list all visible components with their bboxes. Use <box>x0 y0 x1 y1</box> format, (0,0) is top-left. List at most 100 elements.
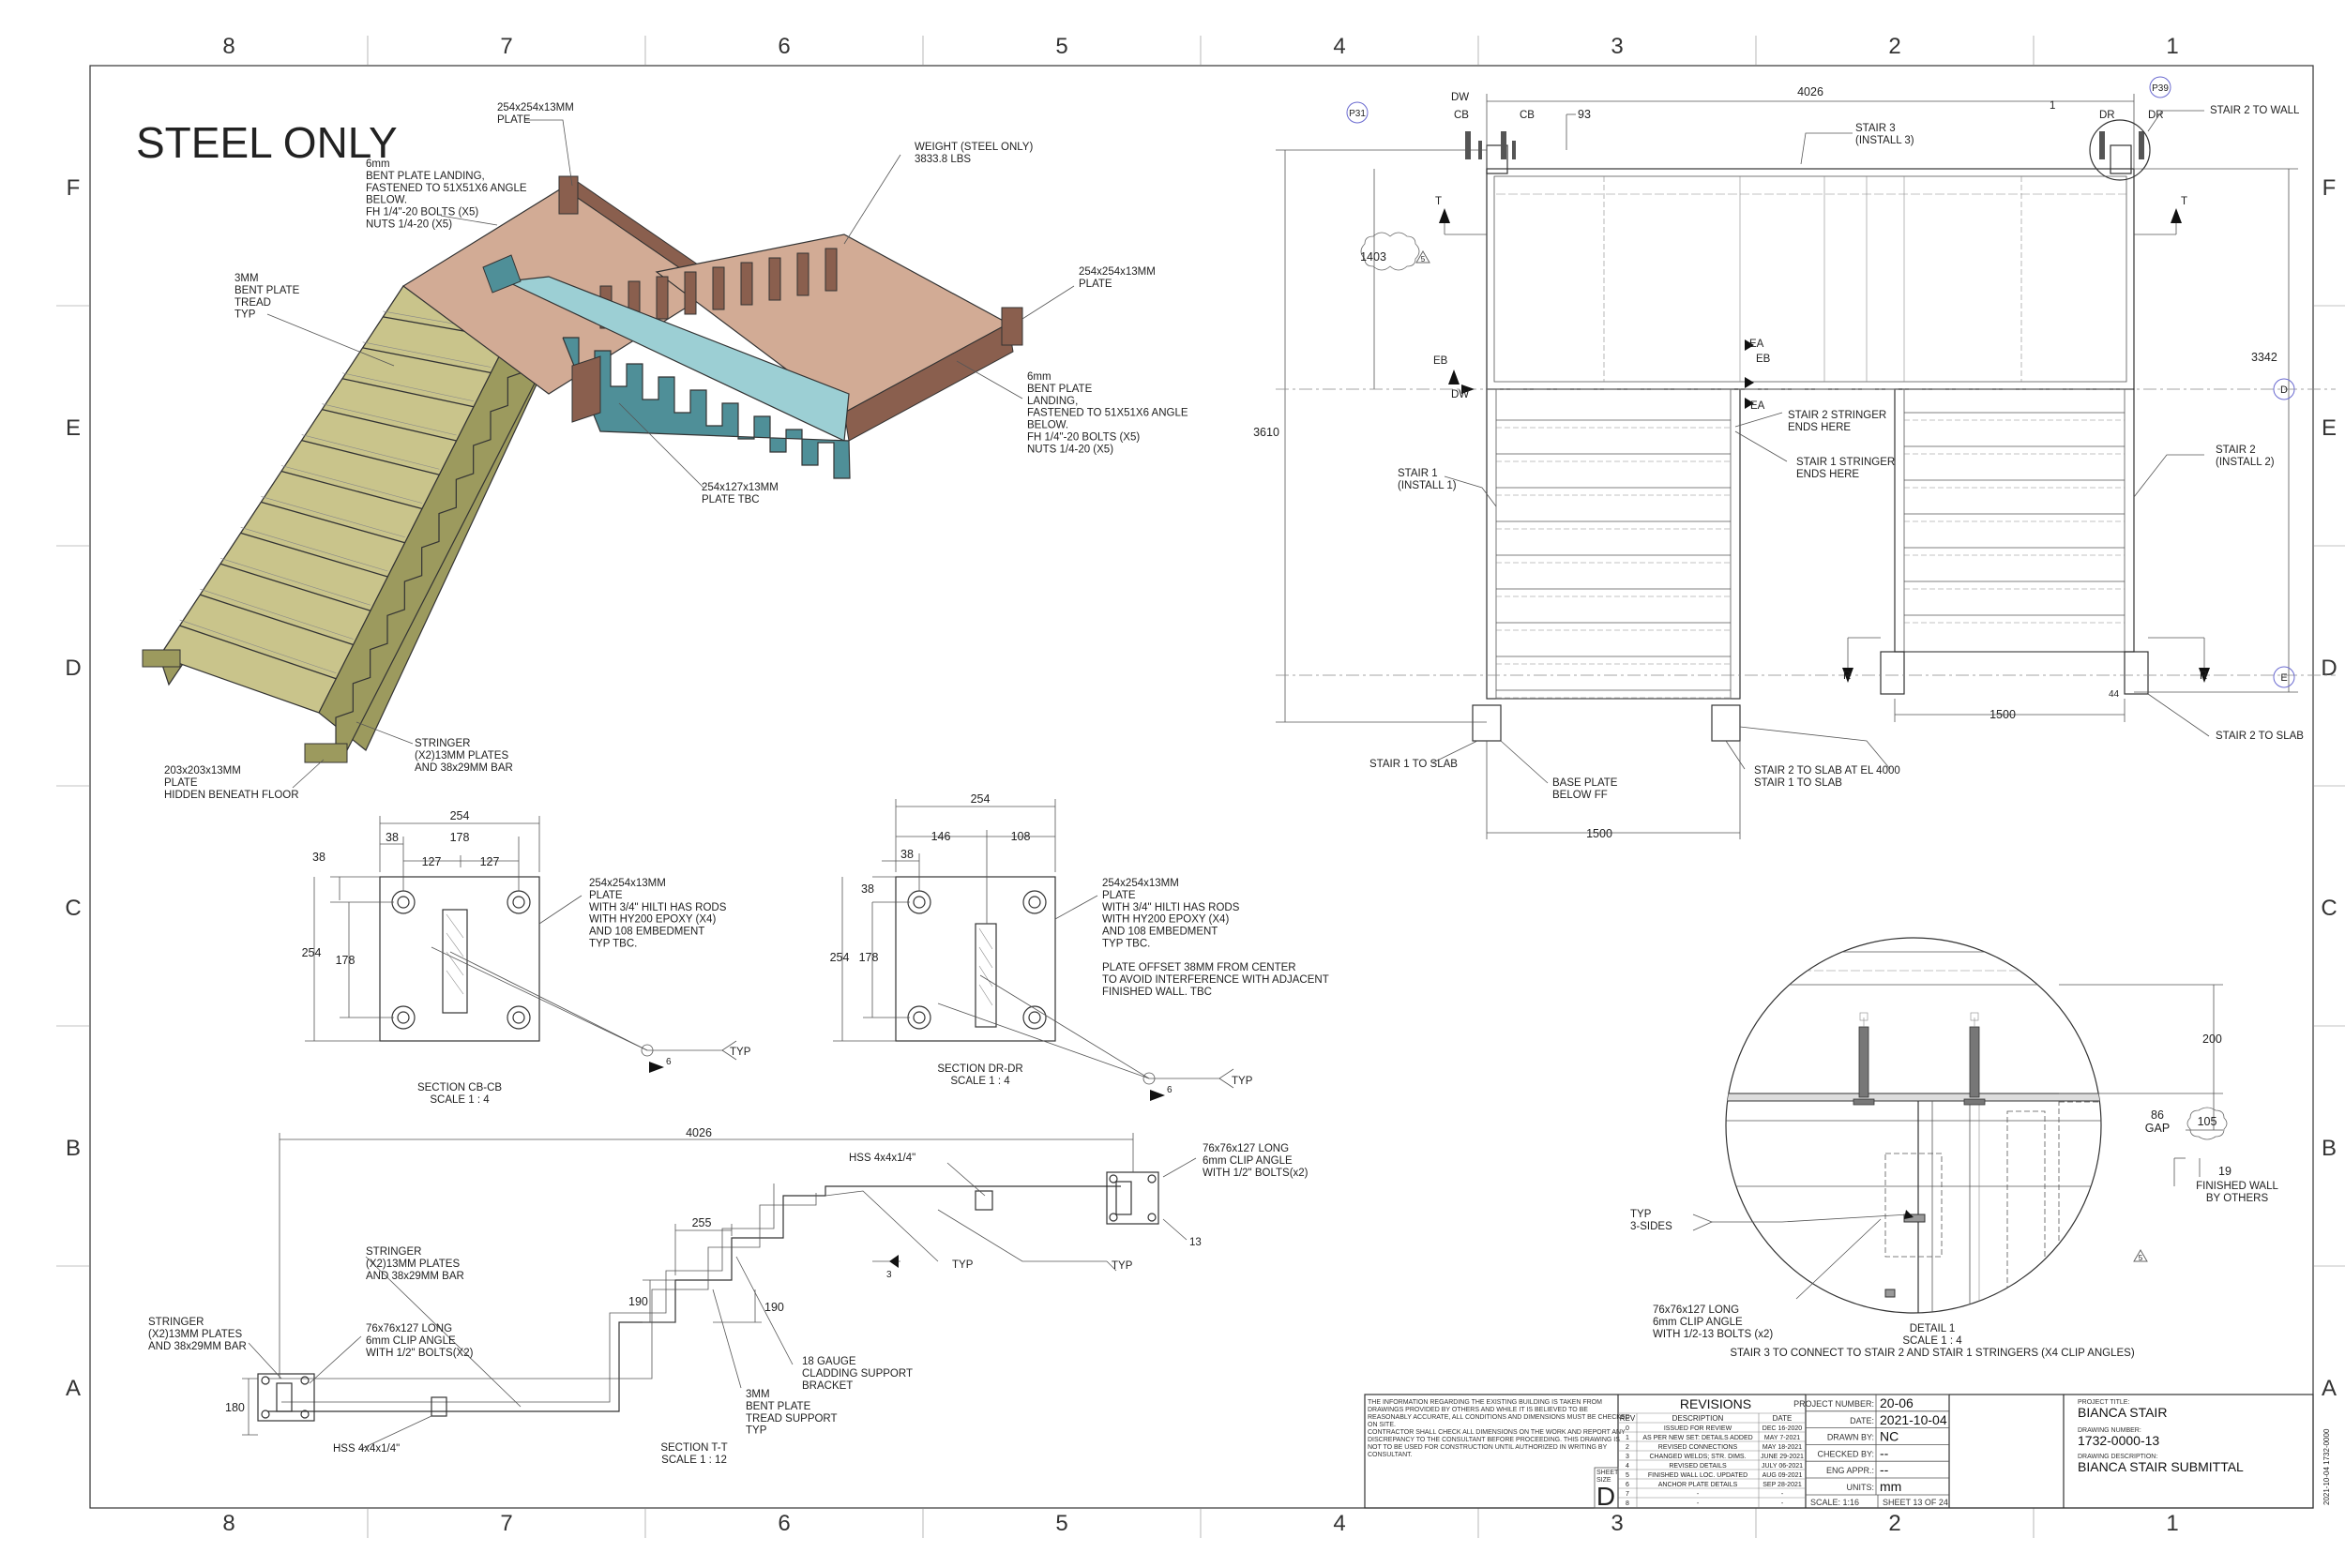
tag-t-right: T <box>2181 196 2187 207</box>
rev-cell: - <box>1781 1500 1784 1507</box>
iso-step-riser <box>656 276 669 320</box>
zone-row-D-left: D <box>65 656 81 681</box>
rev-cell: ISSUED FOR REVIEW <box>1664 1425 1732 1432</box>
tb-field-label: CHECKED BY: <box>1817 1449 1874 1458</box>
iso-tread-edge <box>362 347 492 374</box>
zone-row-D-right: D <box>2321 656 2337 681</box>
rev-header-cell: DATE <box>1773 1414 1793 1423</box>
tb-notes: THE INFORMATION REGARDING THE EXISTING B… <box>1368 1399 1630 1458</box>
rev-header-cell: DESCRIPTION <box>1672 1414 1724 1423</box>
title-block: THE INFORMATION REGARDING THE EXISTING B… <box>1364 1394 2331 1511</box>
zone-col-8-bottom: 8 <box>222 1511 234 1536</box>
zone-row-B-right: B <box>2322 1136 2337 1161</box>
detail1-dim-19: 19 <box>2218 1165 2232 1178</box>
section-tt: 4026 255 190 190 180 3 13 HSS 4x4x1/4" 7… <box>148 1126 1309 1466</box>
tt-hss-top: HSS 4x4x1/4" <box>849 1153 915 1164</box>
callout-weight: WEIGHT (STEEL ONLY)3833.8 LBS <box>915 142 1033 165</box>
rev-cell: DEC 16-2020 <box>1763 1425 1803 1432</box>
tt-dim-tread: 255 <box>692 1216 712 1229</box>
zone-col-2-bottom: 2 <box>1888 1511 1900 1536</box>
callout-stair2-wall: STAIR 2 TO WALL <box>2210 105 2300 116</box>
iso-tread-edge <box>322 409 457 442</box>
detail1-rev-triangle: 5 <box>2139 1254 2143 1262</box>
rev-cell: 1 <box>1626 1435 1629 1441</box>
tt-weld: 3 <box>886 1270 892 1280</box>
dr-dim-a: 146 <box>931 830 951 843</box>
zone-col-6-bottom: 6 <box>778 1511 790 1536</box>
grid-p31: P31 <box>1349 109 1366 119</box>
cb-dim-a: 127 <box>422 855 442 868</box>
iso-tread-edge <box>179 625 337 680</box>
zone-row-C-right: C <box>2321 896 2337 921</box>
plan-dim-left-total: 3610 <box>1253 426 1279 439</box>
zone-col-7-top: 7 <box>500 34 512 59</box>
zone-row-E-right: E <box>2322 415 2337 441</box>
iso-tread-edge <box>261 501 405 544</box>
iso-tread-nosing <box>362 341 492 368</box>
zone-col-5-bottom: 5 <box>1055 1511 1067 1536</box>
callout-stair2: STAIR 2(INSTALL 2) <box>2216 445 2275 468</box>
zone-col-1-top: 1 <box>2166 34 2178 59</box>
dr-dim-inner-h: 178 <box>859 951 879 964</box>
zone-row-B-left: B <box>66 1136 81 1161</box>
plan-dim-right-total: 3342 <box>2251 351 2277 364</box>
tag-eb-left: EB <box>1433 355 1448 367</box>
rev-cell: 3 <box>1626 1454 1629 1460</box>
rev-cell: - <box>1781 1491 1784 1498</box>
tag-detail-1: 1 <box>2050 100 2055 112</box>
plan-dim-left-mid: 1403 <box>1360 250 1386 264</box>
rev-cell: FINISHED WALL LOC. UPDATED <box>1648 1472 1747 1479</box>
iso-tread-edge <box>200 594 354 646</box>
rev-cell: SEP 28-2021 <box>1763 1482 1802 1488</box>
detail1-dim-200: 200 <box>2202 1033 2222 1046</box>
iso-tread-edge <box>341 378 475 408</box>
rev-cell: ANCHOR PLATE DETAILS <box>1658 1482 1738 1488</box>
iso-step-riser <box>712 266 725 310</box>
tag-ea-bottom: EA <box>1750 400 1765 412</box>
iso-tread-nosing <box>341 372 475 402</box>
rev-cell: 7 <box>1626 1491 1629 1498</box>
rev-cell: 4 <box>1626 1463 1629 1470</box>
tb-sheet-size: D <box>1596 1482 1615 1511</box>
tb-drawing-number: 1732-0000-13 <box>2078 1433 2159 1448</box>
iso-step-riser <box>825 248 838 292</box>
cb-dim-inner-h: 178 <box>336 954 356 967</box>
tb-field-value: 20-06 <box>1880 1395 1914 1410</box>
cb-weld: 6 <box>666 1057 672 1067</box>
tt-dim-riser1: 190 <box>628 1295 648 1308</box>
tag-eb-right: EB <box>1756 354 1771 365</box>
cb-dim-total: 254 <box>450 809 470 822</box>
steel-only-title: STEEL ONLY <box>136 118 398 167</box>
grid-p39: P39 <box>2152 83 2169 94</box>
tt-hss-bottom: HSS 4x4x1/4" <box>333 1443 400 1455</box>
iso-step-riser <box>684 271 697 315</box>
grid-d: D <box>2280 384 2288 396</box>
tag-r-left: R <box>1843 671 1851 682</box>
rev-cell: JULY 06-2021 <box>1762 1463 1803 1470</box>
dr-dim-height: 254 <box>830 951 850 964</box>
plan-dim-gap: 44 <box>2109 689 2120 700</box>
cb-typ: TYP <box>730 1047 751 1058</box>
cb-dim-height: 254 <box>302 946 322 959</box>
tag-dr-right: DR <box>2148 110 2164 121</box>
stair-1-iso <box>142 271 564 763</box>
iso-tread-nosing <box>280 465 423 504</box>
tag-dw-mid: DW <box>1451 389 1469 400</box>
rev-cell: 2 <box>1626 1444 1629 1451</box>
